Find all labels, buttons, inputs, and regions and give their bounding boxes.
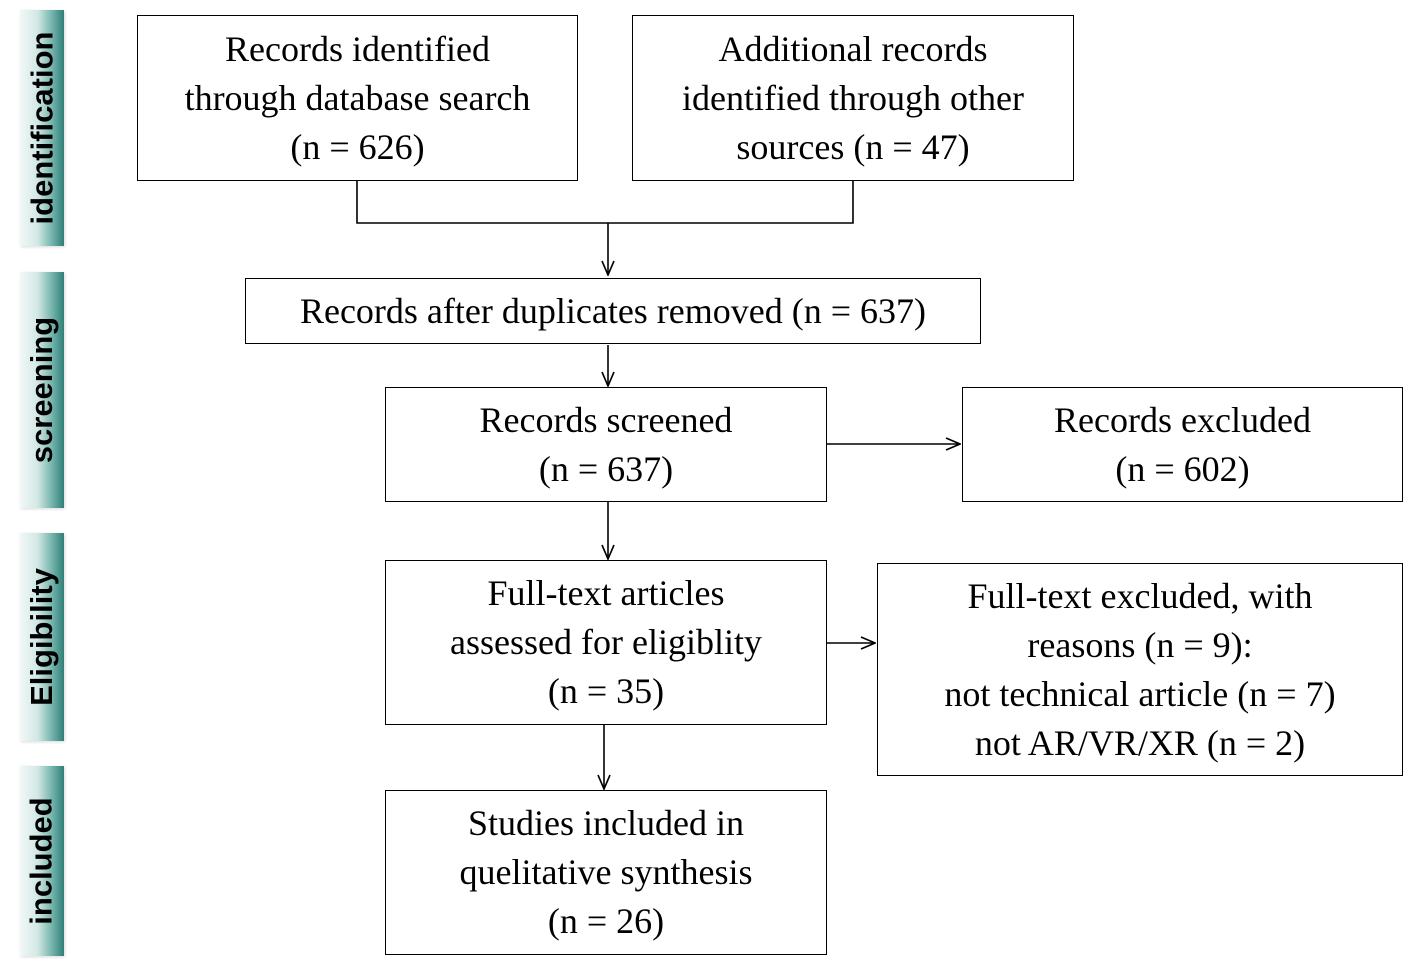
box-full-text-line: assessed for eligiblity bbox=[450, 622, 762, 662]
box-full-text-excluded-line: not technical article (n = 7) bbox=[944, 673, 1336, 714]
box-database-search-line: through database search bbox=[184, 77, 531, 118]
box-included: Studies included in quelitative synthesi… bbox=[385, 790, 827, 955]
box-full-text-line: Full-text articles bbox=[487, 573, 725, 613]
box-screened-line: Records screened bbox=[479, 399, 733, 440]
box-included-line: (n = 26) bbox=[547, 901, 665, 941]
box-after-duplicates: Records after duplicates removed (n = 63… bbox=[245, 278, 981, 344]
box-other-sources-line: sources (n = 47) bbox=[736, 126, 970, 167]
box-full-text-excluded-line: Full-text excluded, with bbox=[967, 575, 1313, 616]
box-excluded-line: Records excluded bbox=[1054, 399, 1311, 440]
stage-screening: screening bbox=[20, 272, 64, 508]
box-database-search-line: (n = 626) bbox=[290, 126, 425, 167]
stage-identification: identification bbox=[20, 10, 64, 246]
box-included-line: Studies included in bbox=[468, 803, 744, 843]
box-full-text-excluded: Full-text excluded, with reasons (n = 9)… bbox=[877, 563, 1403, 776]
box-after-duplicates-line: Records after duplicates removed (n = 63… bbox=[299, 290, 927, 331]
box-other-sources-line: identified through other bbox=[682, 77, 1024, 118]
box-excluded: Records excluded (n = 602) bbox=[962, 387, 1403, 502]
stage-included: included bbox=[20, 766, 64, 956]
box-included-line: quelitative synthesis bbox=[459, 852, 753, 892]
box-other-sources-line: Additional records bbox=[718, 28, 988, 69]
merge-line bbox=[356, 181, 854, 224]
stage-eligibility: Eligibility bbox=[20, 533, 64, 741]
box-excluded-line: (n = 602) bbox=[1115, 448, 1250, 489]
box-full-text-line: (n = 35) bbox=[547, 671, 665, 711]
box-database-search-line: Records identified bbox=[225, 28, 490, 69]
box-screened: Records screened (n = 637) bbox=[385, 387, 827, 502]
box-full-text: Full-text articles assessed for eligibli… bbox=[385, 560, 827, 725]
box-full-text-excluded-line: reasons (n = 9): bbox=[1027, 624, 1253, 665]
box-database-search: Records identified through database sear… bbox=[137, 15, 578, 181]
box-screened-line: (n = 637) bbox=[538, 448, 674, 489]
box-other-sources: Additional records identified through ot… bbox=[632, 15, 1074, 181]
box-full-text-excluded-line: not AR/VR/XR (n = 2) bbox=[974, 722, 1306, 763]
